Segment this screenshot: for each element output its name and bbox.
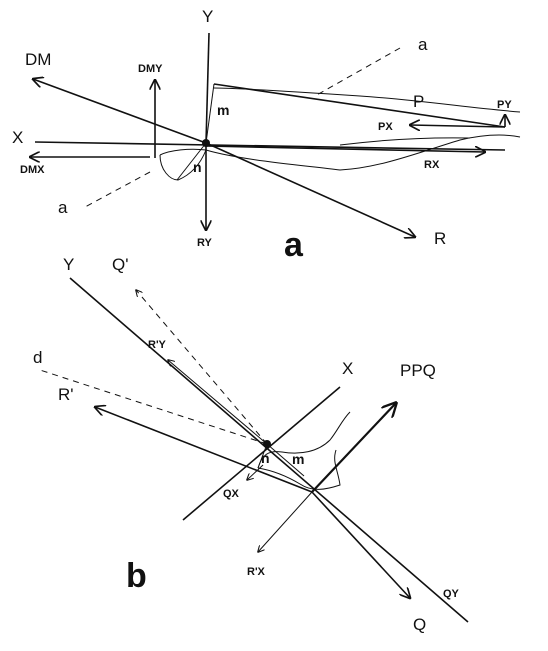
label-q-prime: Q' [112, 255, 128, 274]
panel-b [39, 277, 469, 623]
label-n-a: n [193, 159, 202, 175]
label-r-prime-y: R'Y [148, 339, 167, 351]
panel-a-y-axis-upper [205, 32, 210, 144]
moment-arm-m [205, 83, 215, 144]
label-rx: RX [424, 159, 440, 171]
panel-a-label-x: X [12, 128, 23, 147]
label-d: d [33, 348, 42, 367]
panel-b-label-x: X [342, 359, 353, 378]
px-vector [410, 125, 506, 127]
panel-b-y-axis [69, 277, 469, 623]
a-line-upper [314, 47, 401, 97]
bone-outline-b [257, 411, 351, 490]
d-line [39, 369, 268, 445]
dm-vector [33, 79, 207, 144]
moment-arm-m-b [266, 443, 305, 477]
r-prime-x-vector [258, 491, 313, 552]
panel-a [30, 32, 521, 237]
moment-arm-n [176, 142, 207, 181]
r-prime-y-vector [168, 360, 268, 445]
label-px: PX [378, 121, 393, 133]
label-n-b: n [261, 450, 270, 466]
label-py: PY [497, 99, 512, 111]
joint-a [202, 139, 210, 147]
label-qy: QY [443, 588, 460, 600]
label-r-prime-x: R'X [247, 566, 266, 578]
rx-vector [205, 145, 485, 152]
label-r-prime: R' [58, 385, 74, 404]
p-force-line [213, 83, 506, 128]
label-qx: QX [223, 488, 240, 500]
panel-a-x-axis [34, 141, 506, 151]
joint-b [263, 440, 271, 448]
bone-outline-a [159, 87, 521, 181]
label-p: P [413, 92, 424, 111]
label-a-top: a [418, 35, 428, 54]
q-prime-vector [136, 290, 268, 445]
ppq-vector [311, 403, 396, 493]
label-dmx: DMX [20, 164, 45, 176]
r-prime-vector [95, 407, 313, 493]
panel-b-title: b [126, 557, 147, 595]
label-dmy: DMY [138, 63, 163, 75]
q-vector [311, 491, 410, 598]
label-q: Q [413, 615, 426, 634]
label-m-a: m [217, 102, 229, 118]
label-a-bottom: a [58, 198, 68, 217]
a-line-lower [84, 171, 151, 208]
label-ry: RY [197, 237, 213, 249]
panel-b-x-axis [182, 386, 341, 521]
label-dm: DM [25, 50, 51, 69]
r-vector [205, 142, 415, 237]
label-r: R [434, 229, 446, 248]
panel-a-label-y: Y [202, 7, 213, 26]
panel-a-title: a [284, 226, 304, 264]
qx-vector [247, 464, 264, 480]
panel-b-label-y: Y [63, 255, 74, 274]
label-ppq: PPQ [400, 361, 436, 380]
label-m-b: m [292, 451, 304, 467]
